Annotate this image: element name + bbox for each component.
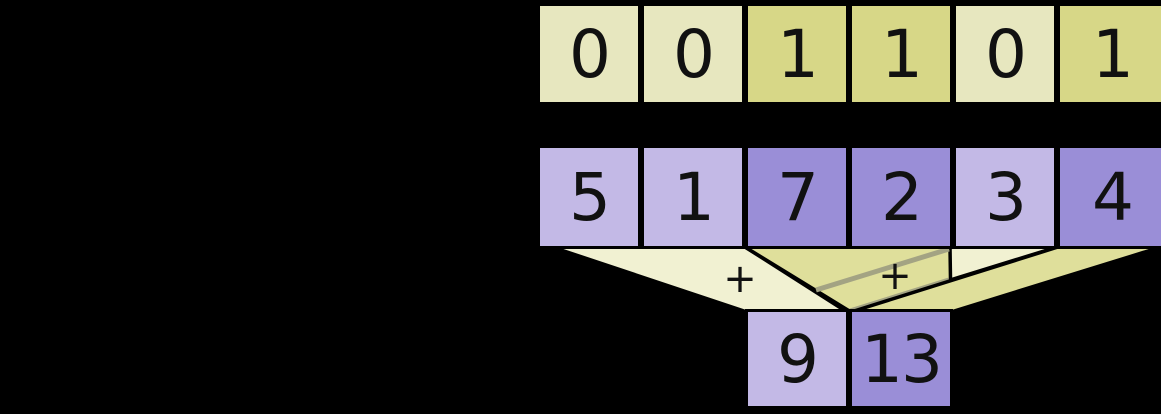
- value-cell-1: 1: [641, 145, 745, 249]
- mask-cell-3: 1: [849, 3, 953, 105]
- mask-cell-2: 1: [745, 3, 849, 105]
- plus-icon-left: +: [723, 256, 757, 302]
- mask-cell-5: 1: [1057, 3, 1161, 105]
- value-cell-0: 5: [537, 145, 641, 249]
- result-cell-1: 13: [849, 309, 953, 409]
- hidden-band-edge-left: [815, 246, 950, 293]
- value-cell-4: 3: [953, 145, 1057, 249]
- value-cell-3: 2: [849, 145, 953, 249]
- mask-cell-1: 0: [641, 3, 745, 105]
- value-cell-2: 7: [745, 145, 849, 249]
- plus-icon-right: +: [878, 253, 912, 299]
- mask-cell-0: 0: [537, 3, 641, 105]
- result-cell-0: 9: [745, 309, 849, 409]
- mask-cell-4: 0: [953, 3, 1057, 105]
- value-cell-5: 4: [1057, 145, 1161, 249]
